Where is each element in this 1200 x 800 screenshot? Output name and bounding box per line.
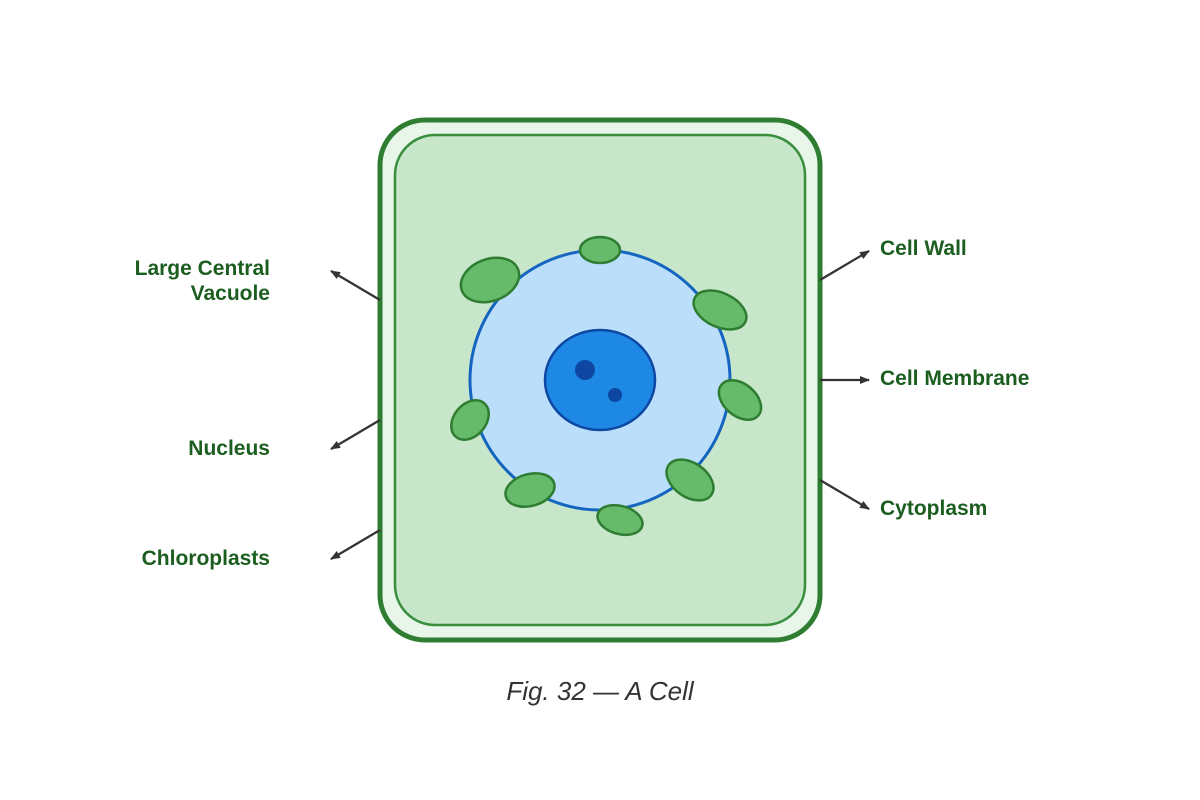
arrow-chloroplasts	[330, 529, 381, 560]
chloroplast	[596, 503, 644, 537]
label-cytoplasm: Cytoplasm	[880, 497, 987, 520]
label-chloroplasts: Chloroplasts	[142, 547, 270, 570]
nucleus	[543, 328, 657, 432]
chloroplast	[459, 256, 521, 304]
label-vacuole-line1: Large Central	[135, 257, 270, 280]
nucleolus	[608, 388, 622, 402]
label-cell-wall: Cell Wall	[880, 237, 967, 260]
figure-caption: Fig. 32 — A Cell	[506, 676, 695, 706]
nucleolus	[575, 360, 595, 380]
chloroplast	[717, 379, 763, 421]
label-cell-membrane: Cell Membrane	[880, 367, 1029, 390]
chloroplasts	[450, 235, 763, 537]
chloroplast	[692, 289, 748, 331]
label-vacuole-line2: Vacuole	[191, 282, 270, 305]
arrows	[330, 250, 870, 560]
label-nucleus: Nucleus	[188, 437, 270, 460]
arrow-cytoplasm	[819, 479, 870, 510]
chloroplast	[665, 458, 715, 502]
chloroplast	[504, 471, 556, 509]
arrow-cell-wall	[819, 250, 870, 281]
chloroplast	[578, 235, 622, 265]
arrow-nucleus	[330, 419, 381, 450]
chloroplast	[450, 399, 490, 441]
arrow-vacuole	[330, 270, 381, 301]
